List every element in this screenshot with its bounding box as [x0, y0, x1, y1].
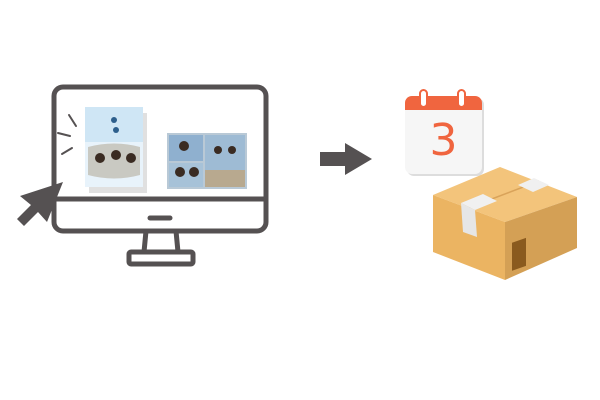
package-box-icon	[433, 167, 577, 280]
cursor-icon	[17, 182, 63, 226]
photo-collage	[167, 133, 247, 189]
calendar-icon	[405, 89, 484, 176]
arrow-right-icon	[320, 143, 372, 175]
print-photo-book	[85, 107, 147, 193]
click-lines	[57, 114, 77, 155]
calendar-day: 3	[429, 115, 458, 166]
monitor-icon	[51, 84, 269, 267]
